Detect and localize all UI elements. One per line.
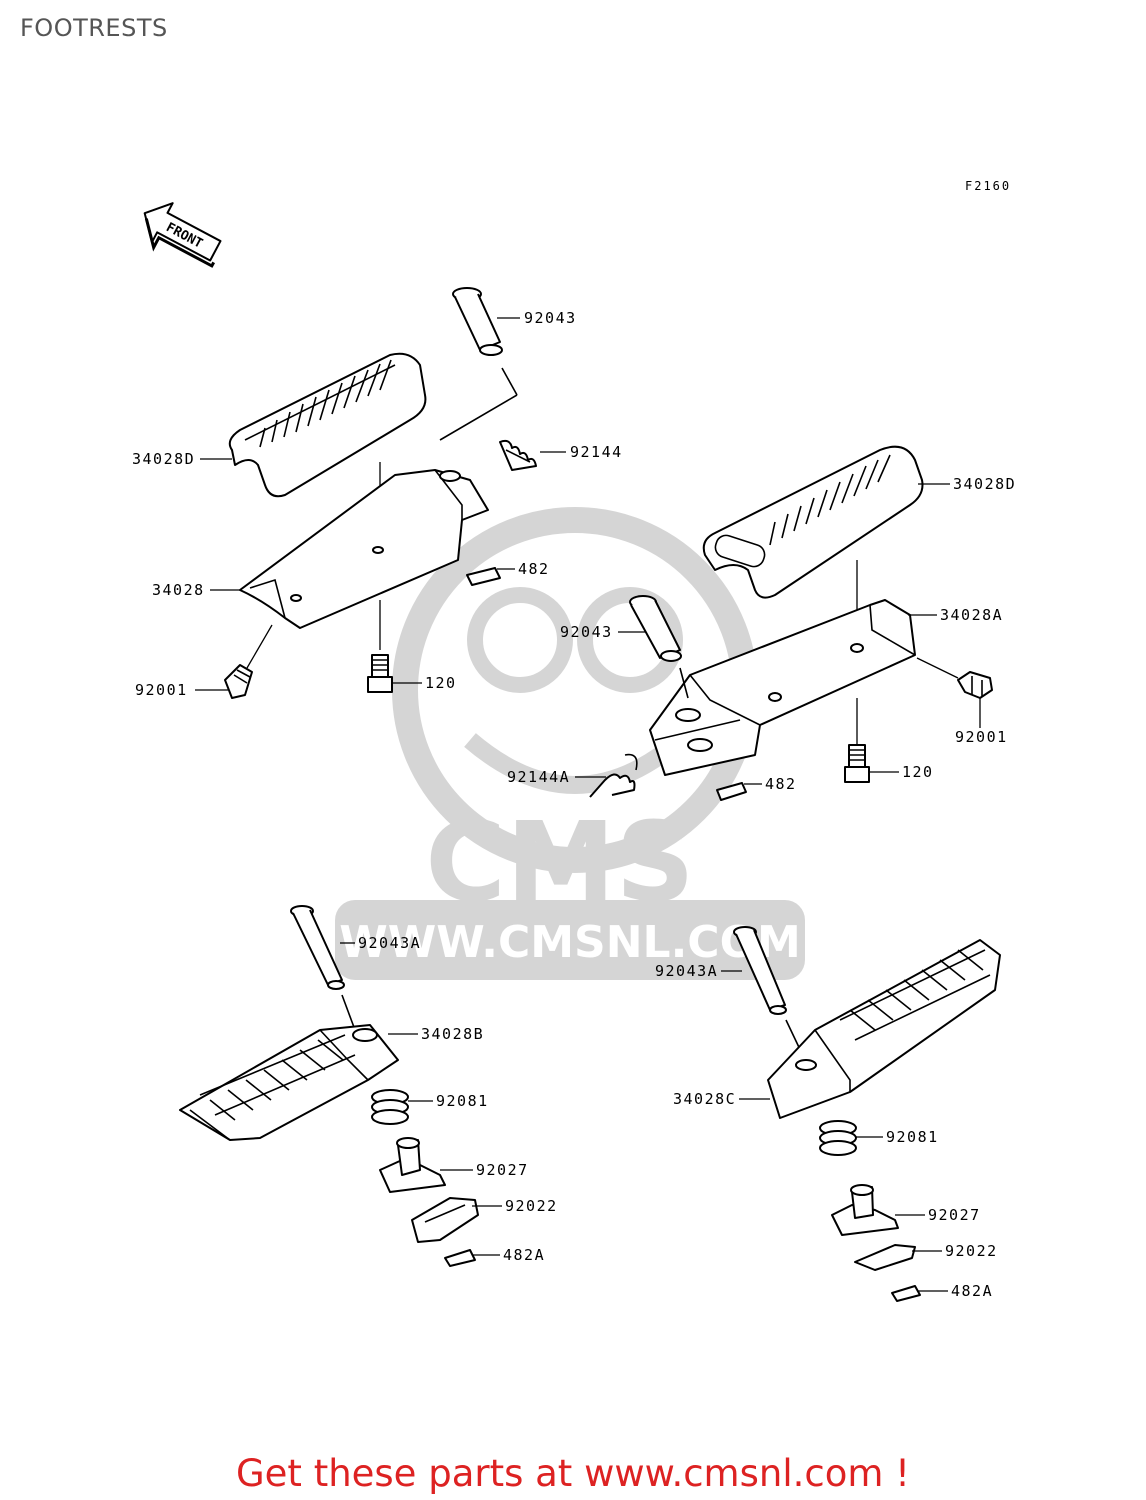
callout-c14: 482 — [765, 775, 797, 793]
callout-c4: 34028 — [152, 581, 205, 599]
callout-c26: 482A — [951, 1282, 993, 1300]
callout-c7: 120 — [425, 674, 457, 692]
front-arrow-icon: FRONT — [143, 202, 222, 268]
callout-c23: 92081 — [886, 1128, 939, 1146]
fitting-92001-upper-left — [224, 664, 253, 699]
callout-c16: 34028B — [421, 1025, 484, 1043]
callout-labels: 92043 92144 34028D 34028 482 92001 120 3… — [132, 309, 1016, 1300]
bolt-120-upper-left — [367, 654, 393, 693]
callout-c6: 92001 — [135, 681, 188, 699]
fitting-92001-upper-right — [957, 671, 993, 699]
callout-c21: 92043A — [655, 962, 718, 980]
callout-c22: 34028C — [673, 1090, 736, 1108]
lower-right-footrest — [733, 926, 1001, 1302]
bolt-120-upper-right — [844, 744, 870, 783]
callout-c5: 482 — [518, 560, 550, 578]
callout-c9: 34028A — [940, 606, 1003, 624]
lower-left-footrest — [179, 905, 479, 1267]
page-title: FOOTRESTS — [20, 14, 168, 42]
callout-c25: 92022 — [945, 1242, 998, 1260]
pin-92043A-lower-left — [290, 905, 356, 1031]
spring-92144A — [589, 753, 638, 798]
pin-92043-upper-right — [629, 595, 689, 699]
plate-92022-lower-left — [411, 1197, 479, 1243]
pin-92043-upper-left — [439, 287, 518, 441]
bracket-34028-upper-left — [239, 469, 489, 629]
callout-c13: 92144A — [507, 768, 570, 786]
upper-right-footrest — [589, 445, 993, 801]
rubber-34028D-upper-right — [702, 445, 924, 599]
callout-c11: 92001 — [955, 728, 1008, 746]
pin-92043A-lower-right — [733, 926, 806, 1061]
bracket-34028A — [649, 599, 916, 776]
callout-c12: 120 — [902, 763, 934, 781]
callout-c17: 92081 — [436, 1092, 489, 1110]
spring-92144 — [499, 439, 537, 471]
spring-holder-92027-lower-left — [379, 1137, 446, 1193]
spring-holder-92027-lower-right — [831, 1184, 899, 1236]
clip-482A-lower-right — [891, 1285, 921, 1302]
rubber-34028D-upper-left — [228, 352, 427, 498]
callout-c8: 34028D — [953, 475, 1016, 493]
footer-promo-link[interactable]: Get these parts at www.cmsnl.com ! — [235, 1452, 910, 1495]
callout-c19: 92022 — [505, 1197, 558, 1215]
callout-c24: 92027 — [928, 1206, 981, 1224]
watermark-url: WWW.CMSNL.COM — [339, 917, 801, 968]
peg-34028C — [767, 939, 1001, 1119]
watermark-logo: CMS — [425, 798, 694, 926]
spring-92081-lower-right — [819, 1120, 857, 1156]
callout-c15: 92043A — [358, 934, 421, 952]
clip-482-upper-left — [466, 567, 501, 586]
clip-482A-lower-left — [444, 1249, 476, 1267]
plate-92022-lower-right — [854, 1244, 916, 1271]
spring-92081-lower-left — [371, 1089, 409, 1125]
callout-c20: 482A — [503, 1246, 545, 1264]
watermark: CMS WWW.CMSNL.COM — [335, 507, 805, 980]
callout-leaders — [195, 317, 950, 1292]
callout-c3: 34028D — [132, 450, 195, 468]
figure-code: F2160 — [965, 179, 1011, 193]
callout-c2: 92144 — [570, 443, 623, 461]
callout-c18: 92027 — [476, 1161, 529, 1179]
clip-482-upper-right — [716, 782, 747, 801]
upper-left-footrest — [224, 287, 537, 699]
callout-c1: 92043 — [524, 309, 577, 327]
peg-34028B — [179, 1024, 399, 1141]
callout-c10: 92043 — [560, 623, 613, 641]
